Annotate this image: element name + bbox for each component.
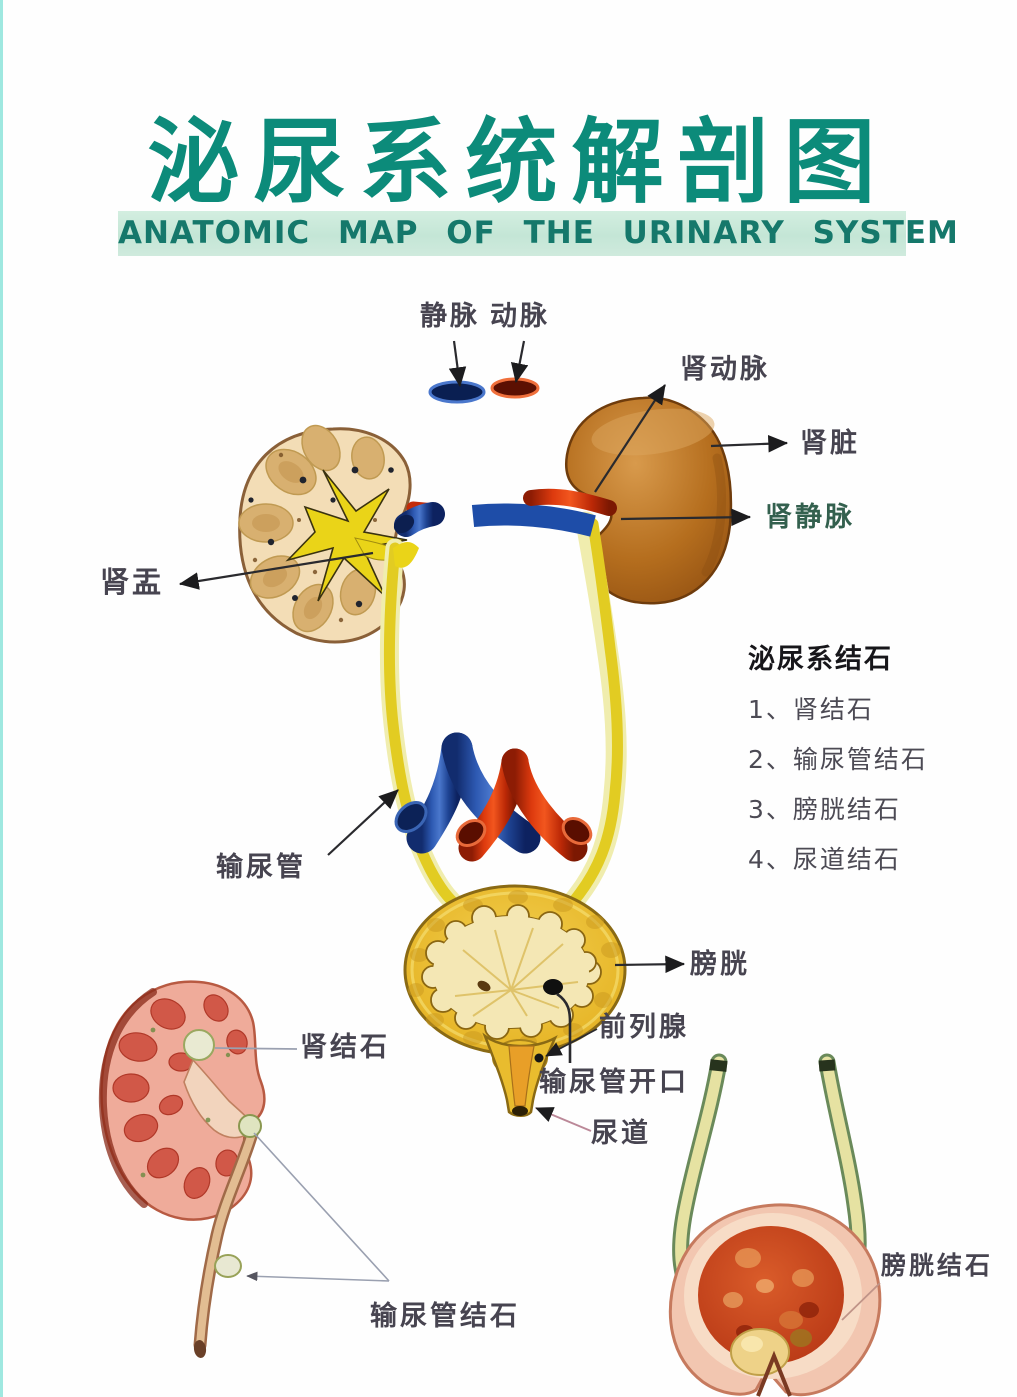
label-bladder: 膀胱 [690, 949, 750, 980]
urethra-channel [508, 1045, 535, 1107]
ureters [379, 511, 627, 917]
stone-list-title: 泌尿系结石 [748, 644, 893, 675]
stone-type-list: 泌尿系结石 1、肾结石 2、输尿管结石 3、膀胱结石 4、尿道结石 [748, 637, 928, 890]
label-ureter: 输尿管 [216, 852, 306, 883]
junction-stone [238, 1114, 262, 1138]
vein-pointer-line [448, 340, 467, 388]
artery-pointer-line [510, 340, 529, 384]
urethra-pointer-line [535, 1107, 592, 1132]
anatomy-illustration-svg [98, 340, 882, 1397]
label-ureteral-stone: 输尿管结石 [370, 1301, 520, 1332]
subtitle-text: ANATOMIC MAP OF THE URINARY SYSTEM [118, 215, 959, 251]
ureteral-opening-pointer-line [556, 992, 572, 1063]
bladder-stone-figure [668, 1053, 882, 1397]
label-urethra: 尿道 [591, 1118, 651, 1149]
label-prostate: 前列腺 [599, 1012, 689, 1043]
label-ureteral-opening: 输尿管开口 [539, 1067, 689, 1098]
subtitle-banner: ANATOMIC MAP OF THE URINARY SYSTEM [118, 211, 958, 256]
leader-lines [178, 340, 881, 1321]
label-renal-artery: 肾动脉 [680, 354, 770, 385]
renal-artery-pointer-line [594, 384, 666, 493]
urethra-tip [512, 1106, 528, 1116]
renal-pelvis-pointer-line [178, 551, 374, 590]
bladder-pointer-line [614, 955, 686, 974]
renal-artery-vessel [523, 488, 617, 516]
stone-list-item: 1、肾结石 [748, 695, 874, 724]
label-vein: 静脉 [420, 301, 480, 332]
stone-list-item: 2、输尿管结石 [748, 745, 928, 774]
label-kidney: 肾脏 [800, 428, 860, 459]
renal-vein-pointer-line [620, 508, 752, 527]
aorta-artery [455, 377, 617, 862]
vena-cava-vein [393, 380, 596, 854]
label-renal-pelvis: 肾盂 [100, 565, 165, 599]
right-ureteral-orifice-mark [543, 979, 563, 995]
page-title: 泌尿系统解剖图 [147, 109, 890, 216]
bladder-central [403, 884, 627, 1117]
stone-list-item: 3、膀胱结石 [748, 795, 901, 824]
label-artery: 动脉 [490, 301, 550, 332]
label-renal-vein: 肾静脉 [765, 502, 855, 533]
renal-pelvis-stone [183, 1029, 215, 1061]
bladder-stone-pointer-line [841, 1282, 881, 1321]
ureteral-stone-pointer-line-a [253, 1132, 390, 1282]
ureter-stone [214, 1254, 242, 1278]
right-kidney [564, 396, 733, 605]
ureteral-stone-pointer-line-b [246, 1271, 390, 1282]
label-bladder-stone: 膀胱结石 [881, 1251, 994, 1280]
ureter-pointer-line [327, 789, 399, 856]
stone-list-item: 4、尿道结石 [748, 845, 901, 874]
kidney-stone-pointer-line [214, 1047, 298, 1050]
kidney-pointer-line [710, 434, 789, 453]
prostate-dot [534, 1053, 544, 1063]
prostate-pointer-line [545, 1028, 598, 1057]
label-kidney-stone: 肾结石 [300, 1032, 390, 1063]
kidney-stone-figure [98, 980, 266, 1358]
left-ureteral-orifice-mark [477, 980, 491, 992]
